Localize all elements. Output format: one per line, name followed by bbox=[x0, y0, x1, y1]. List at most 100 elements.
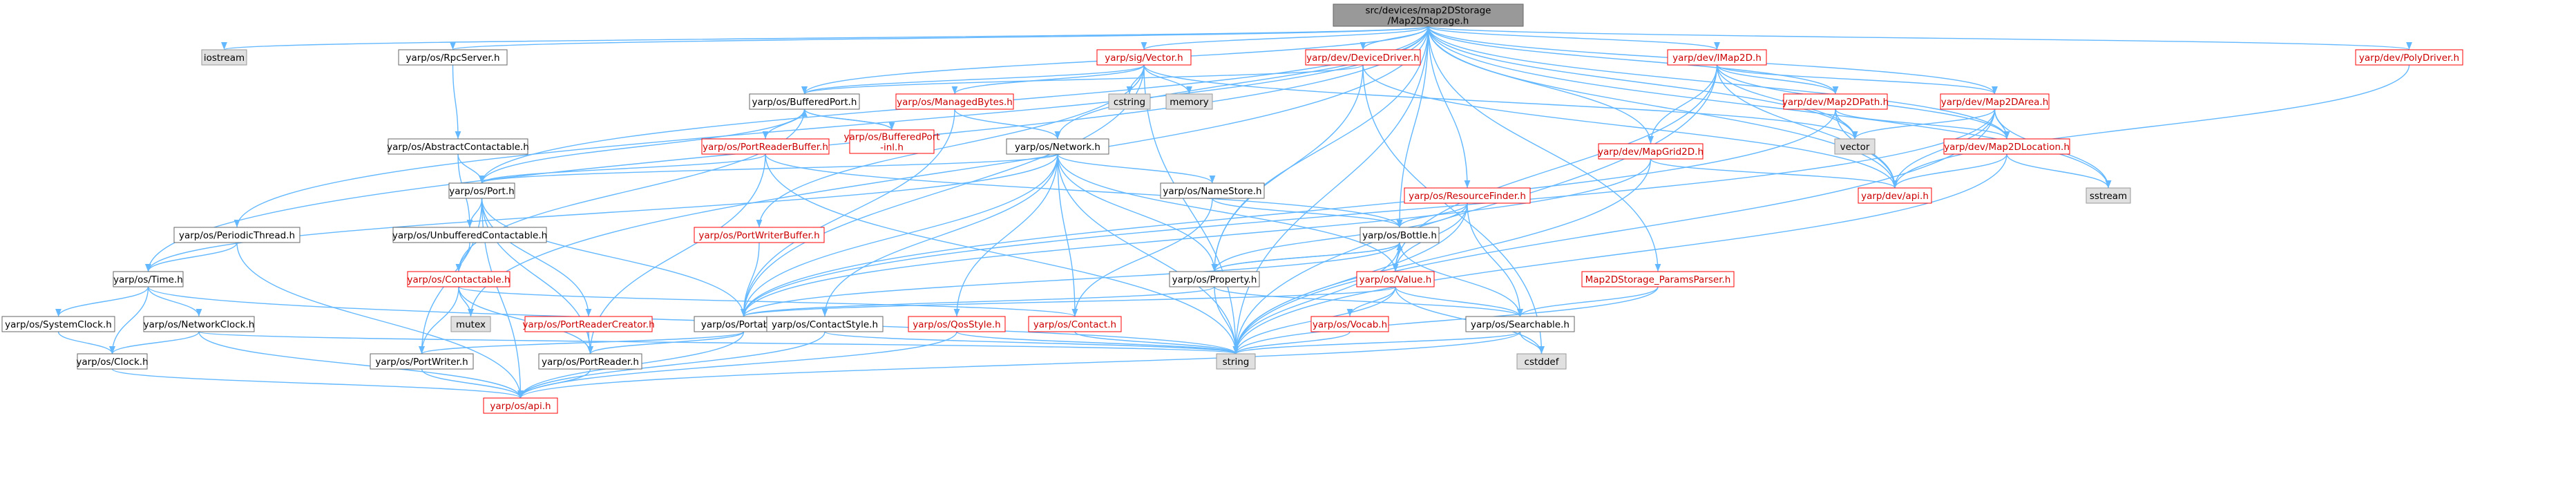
node-contactable[interactable]: yarp/os/Contactable.h bbox=[407, 271, 511, 287]
node-time[interactable]: yarp/os/Time.h bbox=[113, 271, 184, 287]
node-bufportinl[interactable]: yarp/os/BufferedPort-inl.h bbox=[843, 129, 940, 154]
node-rpcserver[interactable]: yarp/os/RpcServer.h bbox=[398, 49, 508, 66]
node-abscontact[interactable]: yarp/os/AbstractContactable.h bbox=[387, 138, 529, 155]
node-prcreator[interactable]: yarp/os/PortReaderCreator.h bbox=[522, 316, 655, 332]
node-box bbox=[388, 138, 528, 155]
node-box bbox=[1783, 93, 1888, 110]
node-qosstyle[interactable]: yarp/os/QosStyle.h bbox=[908, 316, 1006, 332]
node-sstream[interactable]: sstream bbox=[2086, 187, 2131, 204]
node-label: vector bbox=[1840, 142, 1870, 153]
node-prbuffer[interactable]: yarp/os/PortReaderBuffer.h bbox=[701, 138, 830, 155]
node-cstddef[interactable]: cstddef bbox=[1516, 353, 1567, 370]
edge-searchable-to-cstddef bbox=[1519, 331, 1545, 355]
node-iostream[interactable]: iostream bbox=[201, 49, 247, 66]
node-map2dpath[interactable]: yarp/dev/Map2DPath.h bbox=[1782, 93, 1889, 110]
node-paramsparser[interactable]: Map2DStorage_ParamsParser.h bbox=[1581, 271, 1735, 287]
node-vector[interactable]: yarp/sig/Vector.h bbox=[1096, 49, 1192, 66]
node-label: yarp/dev/PolyDriver.h bbox=[2359, 53, 2459, 64]
node-port[interactable]: yarp/os/Port.h bbox=[448, 182, 515, 199]
node-label: iostream bbox=[204, 53, 245, 64]
node-mapgrid[interactable]: yarp/dev/MapGrid2D.h bbox=[1598, 143, 1704, 160]
edge-root-to-sstream bbox=[1427, 26, 2112, 189]
edge-searchable-to-string bbox=[1232, 331, 1521, 355]
node-bottle[interactable]: yarp/os/Bottle.h bbox=[1359, 227, 1440, 243]
edge-root-to-devdriver bbox=[1359, 26, 1429, 50]
node-contact[interactable]: yarp/os/Contact.h bbox=[1028, 316, 1122, 332]
edge-property-to-portable bbox=[741, 286, 1215, 317]
edge-root-to-stdvector bbox=[1427, 26, 1858, 140]
node-property[interactable]: yarp/os/Property.h bbox=[1169, 271, 1260, 287]
node-label: cstddef bbox=[1525, 357, 1560, 368]
node-bufport[interactable]: yarp/os/BufferedPort.h bbox=[749, 93, 860, 110]
node-mutex[interactable]: mutex bbox=[450, 316, 491, 332]
edge-mapgrid-to-string bbox=[1232, 158, 1652, 355]
node-portreader[interactable]: yarp/os/PortReader.h bbox=[538, 353, 642, 370]
node-value[interactable]: yarp/os/Value.h bbox=[1356, 271, 1435, 287]
node-contactstyle[interactable]: yarp/os/ContactStyle.h bbox=[766, 316, 884, 332]
node-namestore[interactable]: yarp/os/NameStore.h bbox=[1160, 182, 1265, 199]
node-imap2d[interactable]: yarp/dev/IMap2D.h bbox=[1667, 49, 1767, 66]
node-box bbox=[450, 316, 491, 332]
node-searchable[interactable]: yarp/os/Searchable.h bbox=[1465, 316, 1575, 332]
node-label: yarp/os/Value.h bbox=[1359, 274, 1432, 285]
node-pwbuffer[interactable]: yarp/os/PortWriterBuffer.h bbox=[694, 227, 825, 243]
node-box bbox=[448, 182, 515, 199]
node-sysclock[interactable]: yarp/os/SystemClock.h bbox=[1, 316, 115, 332]
node-label: yarp/os/BufferedPort.h bbox=[752, 97, 857, 108]
node-box bbox=[1581, 271, 1735, 287]
node-managed[interactable]: yarp/os/ManagedBytes.h bbox=[895, 93, 1014, 110]
node-box bbox=[1858, 187, 1932, 204]
edge-vocab-to-string bbox=[1232, 331, 1351, 355]
node-netclock[interactable]: yarp/os/NetworkClock.h bbox=[143, 316, 255, 332]
edge-port-to-portable bbox=[481, 198, 747, 317]
node-label: yarp/os/api.h bbox=[490, 401, 551, 412]
edge-bottle-to-portable bbox=[741, 242, 1400, 317]
node-label: yarp/dev/Map2DArea.h bbox=[1941, 97, 2049, 108]
node-label: -inl.h bbox=[880, 142, 904, 153]
node-resfinder[interactable]: yarp/os/ResourceFinder.h bbox=[1404, 187, 1531, 204]
node-label: string bbox=[1223, 357, 1250, 368]
edge-resfinder-to-searchable bbox=[1467, 202, 1523, 317]
node-portwriter[interactable]: yarp/os/PortWriter.h bbox=[370, 353, 474, 370]
edge-bottle-to-searchable bbox=[1399, 242, 1523, 317]
edge-root-to-vector bbox=[1141, 26, 1429, 50]
edge-port-to-unbuffered bbox=[466, 198, 483, 228]
edge-root-to-network bbox=[1054, 26, 1429, 140]
edge-mapgrid-to-devapi bbox=[1650, 158, 1898, 189]
node-map2darea[interactable]: yarp/dev/Map2DArea.h bbox=[1940, 93, 2050, 110]
node-api[interactable]: yarp/os/api.h bbox=[483, 397, 558, 414]
node-devdriver[interactable]: yarp/dev/DeviceDriver.h bbox=[1305, 49, 1421, 66]
node-box bbox=[1404, 187, 1531, 204]
node-label: yarp/os/ManagedBytes.h bbox=[897, 97, 1013, 108]
node-string[interactable]: string bbox=[1216, 353, 1256, 370]
node-box bbox=[1108, 93, 1151, 110]
node-box bbox=[1333, 3, 1524, 27]
node-stdvector[interactable]: vector bbox=[1834, 138, 1876, 155]
edge-network-to-port bbox=[479, 153, 1058, 184]
node-box bbox=[407, 271, 511, 287]
edge-abscontact-to-port bbox=[457, 153, 485, 184]
node-memory[interactable]: memory bbox=[1165, 93, 1213, 110]
edge-root-to-rpcserver bbox=[450, 26, 1429, 50]
node-devapi[interactable]: yarp/dev/api.h bbox=[1858, 187, 1932, 204]
node-unbuffered[interactable]: yarp/os/UnbufferedContactable.h bbox=[392, 227, 547, 243]
node-label: yarp/os/Contactable.h bbox=[407, 274, 510, 285]
node-network[interactable]: yarp/os/Network.h bbox=[1006, 138, 1109, 155]
node-cstring[interactable]: cstring bbox=[1108, 93, 1151, 110]
node-box bbox=[113, 271, 184, 287]
node-polydriver[interactable]: yarp/dev/PolyDriver.h bbox=[2355, 49, 2463, 66]
edge-netclock-to-clock bbox=[109, 331, 200, 355]
edge-root-to-resfinder bbox=[1427, 26, 1471, 189]
node-label: yarp/os/Network.h bbox=[1015, 142, 1100, 153]
edge-vector-to-string bbox=[1143, 64, 1239, 355]
node-map2dloc[interactable]: yarp/dev/Map2DLocation.h bbox=[1943, 138, 2070, 155]
edge-clock-to-api bbox=[111, 368, 524, 399]
edge-map2dpath-to-portable bbox=[741, 108, 1836, 317]
node-periodic[interactable]: yarp/os/PeriodicThread.h bbox=[173, 227, 300, 243]
node-vocab[interactable]: yarp/os/Vocab.h bbox=[1310, 316, 1389, 332]
node-root[interactable]: src/devices/map2DStorage/Map2DStorage.h bbox=[1333, 3, 1524, 27]
node-box bbox=[398, 49, 508, 66]
node-clock[interactable]: yarp/os/Clock.h bbox=[76, 353, 149, 370]
edge-time-to-netclock bbox=[147, 286, 202, 317]
node-box bbox=[1834, 138, 1876, 155]
